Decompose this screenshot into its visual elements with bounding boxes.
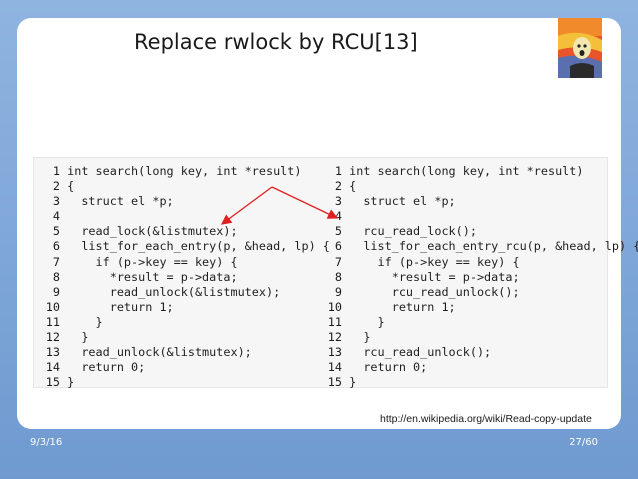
rwlock-code-line: 9 read_unlock(&listmutex); [34, 285, 330, 300]
line-number: 13 [327, 345, 342, 360]
rwlock-code-line: 7 if (p->key == key) { [34, 255, 330, 270]
line-number: 6 [334, 239, 342, 254]
code-text: struct el *p; [349, 194, 456, 209]
rwlock-code-line: 8 *result = p->data; [34, 270, 330, 285]
rwlock-code-line: 1 int search(long key, int *result) [34, 164, 330, 179]
code-text: return 1; [67, 299, 174, 314]
line-number: 3 [52, 194, 60, 209]
rcu-code-line: 10 return 1; [316, 300, 638, 315]
line-number: 1 [52, 164, 60, 178]
rcu-code-line: 1 int search(long key, int *result) [316, 164, 638, 179]
code-text: } [349, 330, 371, 345]
code-text: return 0; [349, 360, 428, 375]
rcu-code-line: 4 [316, 209, 638, 224]
code-listing-rcu: 1 int search(long key, int *result)2 {3 … [316, 164, 638, 390]
code-listing-rwlock: 1 int search(long key, int *result)2 {3 … [34, 164, 330, 390]
line-number: 5 [334, 224, 342, 239]
code-text: if (p->key == key) { [349, 254, 520, 269]
rwlock-code-line: 15 } [34, 375, 330, 390]
rwlock-code-line: 14 return 0; [34, 360, 330, 375]
line-number: 13 [45, 345, 60, 360]
slide-title: Replace rwlock by RCU[13] [134, 30, 418, 54]
line-number: 8 [52, 269, 60, 284]
rcu-code-line: 2 { [316, 179, 638, 194]
code-text: if (p->key == key) { [67, 254, 238, 269]
line-number: 9 [52, 284, 60, 299]
code-text: } [349, 314, 385, 329]
line-number: 7 [334, 254, 342, 269]
code-text: { [67, 179, 75, 194]
rcu-code-line: 5 rcu_read_lock(); [316, 224, 638, 239]
line-number: 5 [52, 224, 60, 239]
code-text: { [349, 179, 357, 194]
rcu-code-line: 13 rcu_read_unlock(); [316, 345, 638, 360]
code-text: read_lock(&listmutex); [67, 224, 238, 239]
rcu-code-line: 6 list_for_each_entry_rcu(p, &head, lp) … [316, 239, 638, 254]
line-number: 14 [45, 360, 60, 375]
code-text: int search(long key, int *result) [349, 164, 584, 178]
line-number: 8 [334, 269, 342, 284]
rcu-code-line: 15 } [316, 375, 638, 390]
line-number: 6 [52, 239, 60, 254]
line-number: 11 [327, 314, 342, 329]
rwlock-code-line: 13 read_unlock(&listmutex); [34, 345, 330, 360]
logo-image [558, 18, 602, 78]
line-number: 4 [52, 209, 60, 224]
line-number: 12 [327, 330, 342, 345]
code-text: } [67, 314, 103, 329]
rcu-code-line: 3 struct el *p; [316, 194, 638, 209]
code-text: return 1; [349, 299, 456, 314]
code-text: int search(long key, int *result) [67, 164, 302, 178]
line-number: 2 [52, 179, 60, 194]
line-number: 15 [45, 375, 60, 390]
code-text: list_for_each_entry_rcu(p, &head, lp) { [349, 239, 638, 254]
line-number: 15 [327, 375, 342, 390]
code-comparison: 1 int search(long key, int *result)2 {3 … [33, 157, 638, 390]
slide-date: 9/3/16 [30, 437, 63, 448]
code-text: read_unlock(&listmutex); [67, 284, 281, 299]
code-text: read_unlock(&listmutex); [67, 345, 252, 360]
line-number: 2 [334, 179, 342, 194]
rcu-code-line: 14 return 0; [316, 360, 638, 375]
rwlock-code-line: 11 } [34, 315, 330, 330]
code-text: struct el *p; [67, 194, 174, 209]
code-text: rcu_read_lock(); [349, 224, 477, 239]
line-number: 10 [327, 299, 342, 314]
rwlock-code-line: 5 read_lock(&listmutex); [34, 224, 330, 239]
line-number: 10 [45, 299, 60, 314]
code-text: rcu_read_unlock(); [349, 284, 520, 299]
line-number: 12 [45, 330, 60, 345]
rwlock-code-line: 4 [34, 209, 330, 224]
rcu-code-line: 9 rcu_read_unlock(); [316, 285, 638, 300]
code-text: rcu_read_unlock(); [349, 345, 492, 360]
source-link[interactable]: http://en.wikipedia.org/wiki/Read-copy-u… [380, 413, 592, 425]
line-number: 14 [327, 360, 342, 375]
code-text: return 0; [67, 360, 146, 375]
rwlock-code-line: 6 list_for_each_entry(p, &head, lp) { [34, 239, 330, 254]
rcu-code-line: 11 } [316, 315, 638, 330]
code-text: } [349, 375, 357, 390]
line-number: 4 [334, 209, 342, 224]
rwlock-code-line: 3 struct el *p; [34, 194, 330, 209]
rwlock-code-line: 12 } [34, 330, 330, 345]
code-text: } [67, 375, 75, 390]
line-number: 9 [334, 284, 342, 299]
code-text: *result = p->data; [67, 269, 238, 284]
rwlock-code-line: 10 return 1; [34, 300, 330, 315]
rwlock-code-line: 2 { [34, 179, 330, 194]
rcu-code-line: 8 *result = p->data; [316, 270, 638, 285]
line-number: 3 [334, 194, 342, 209]
code-text: } [67, 330, 89, 345]
code-text: *result = p->data; [349, 269, 520, 284]
line-number: 1 [334, 164, 342, 178]
code-text: list_for_each_entry(p, &head, lp) { [67, 239, 330, 254]
line-number: 7 [52, 254, 60, 269]
line-number: 11 [45, 314, 60, 329]
slide-page-number: 27/60 [569, 437, 598, 448]
rcu-code-line: 12 } [316, 330, 638, 345]
rcu-code-line: 7 if (p->key == key) { [316, 255, 638, 270]
